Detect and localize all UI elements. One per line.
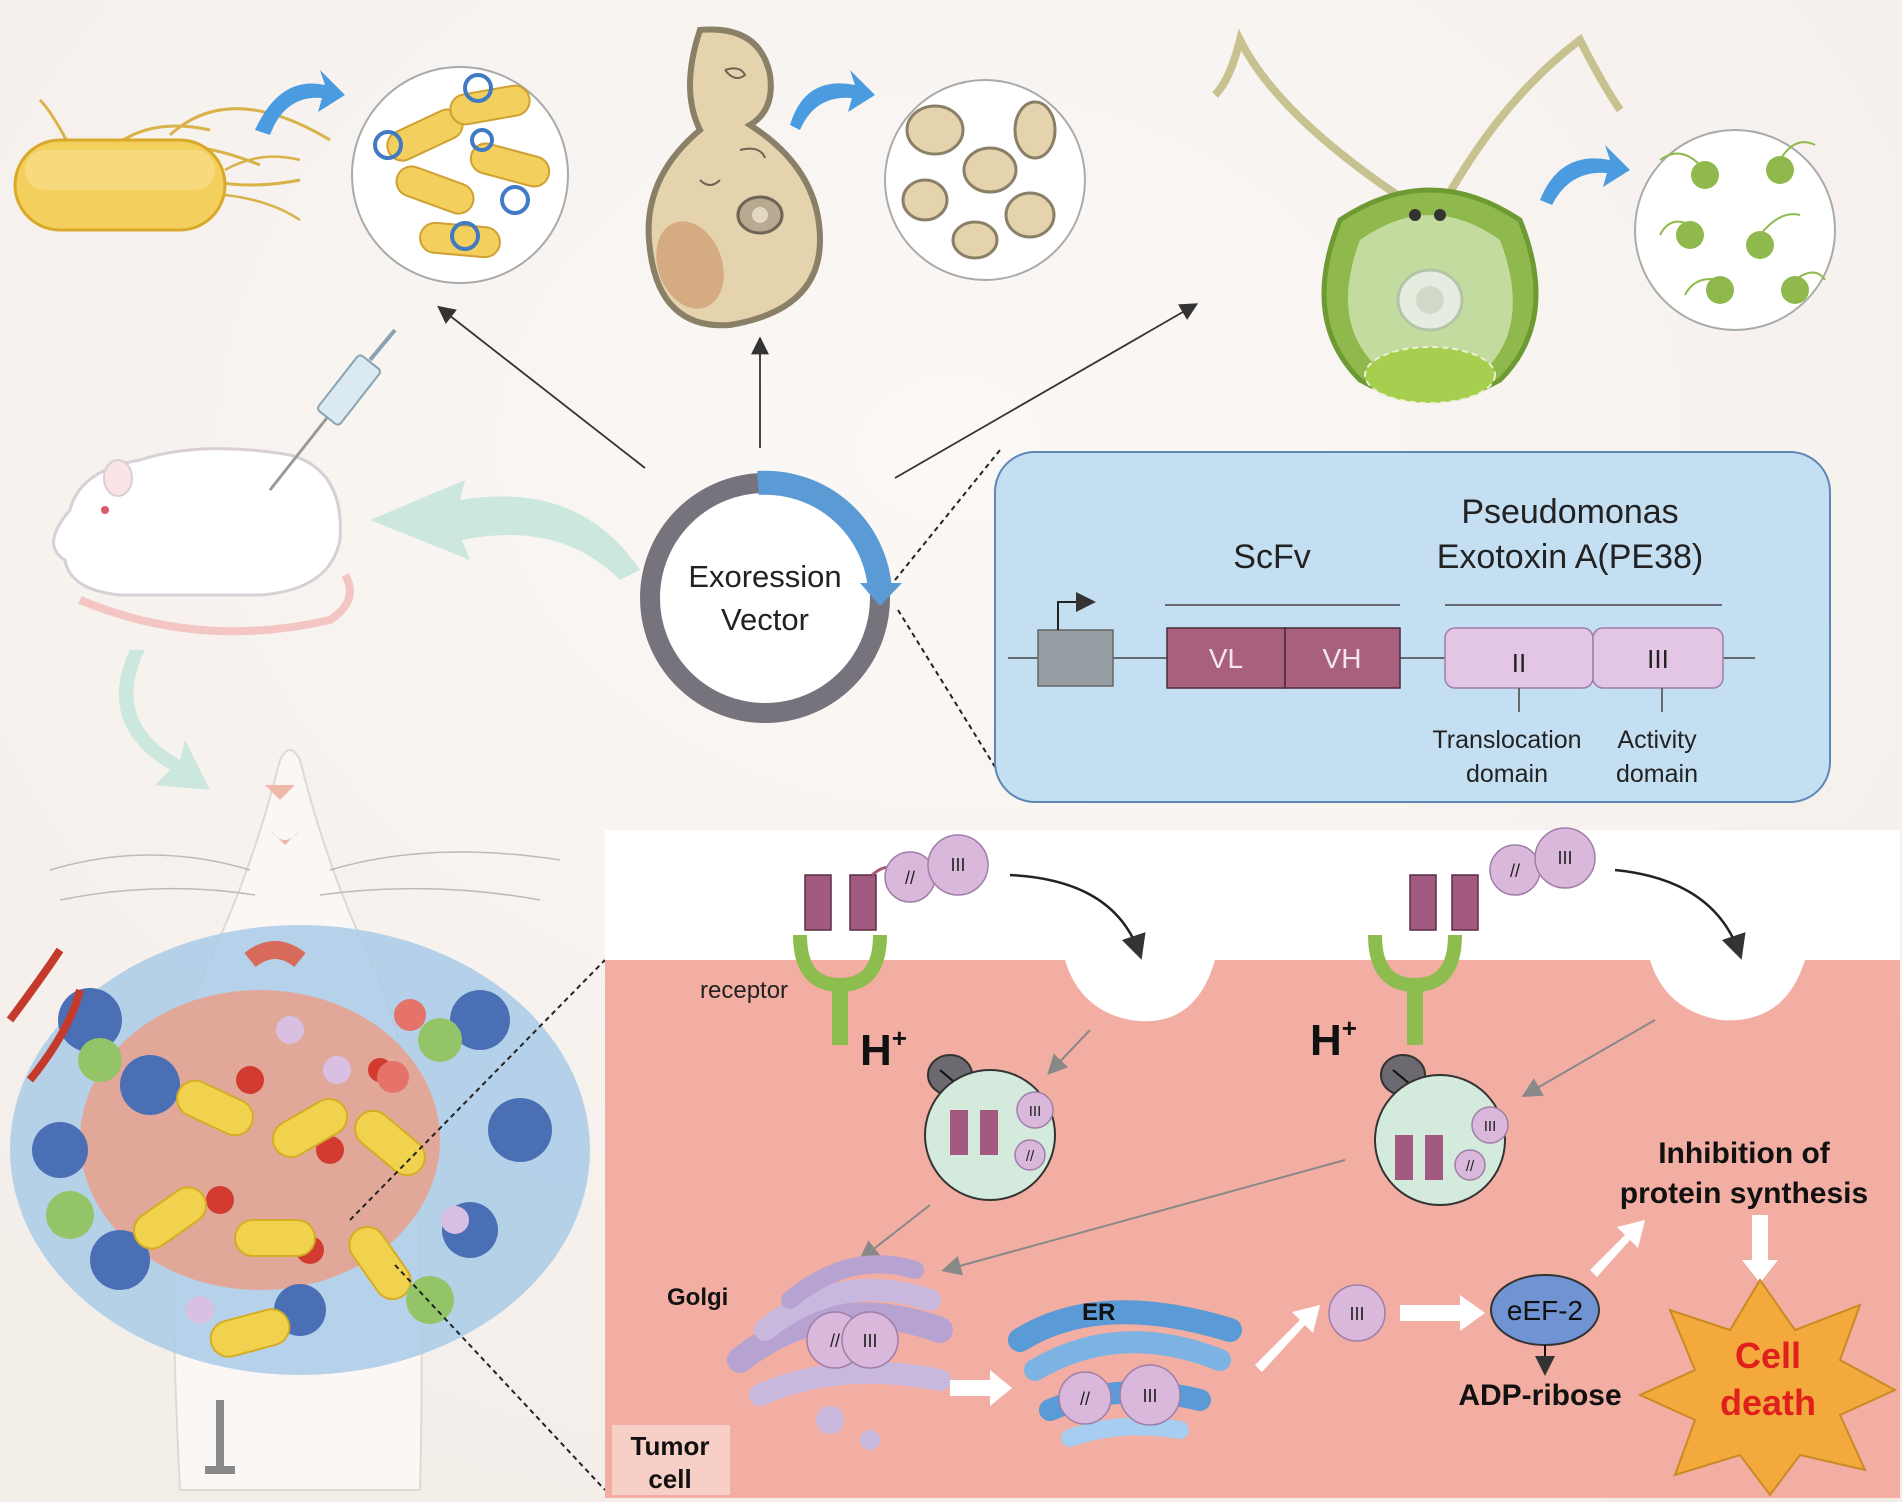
yeast-arrow-icon (790, 70, 875, 130)
scfv-title: ScFv (1233, 538, 1310, 576)
pe-title-line2: Exotoxin A(PE38) (1437, 538, 1703, 576)
eef2-node: eEF-2 (1490, 1274, 1600, 1376)
hplus-left: H+ (860, 1023, 907, 1075)
golgi-ii: // (830, 1331, 840, 1351)
toxin-domain-iii-right: III (1557, 848, 1572, 868)
bacteria-culture-dish (351, 66, 569, 284)
toxin-domain-iii: III (950, 855, 965, 875)
endosome-left-ii: // (1026, 1148, 1035, 1165)
free-iii-label: III (1349, 1304, 1364, 1324)
vh-label: VH (1323, 643, 1362, 674)
bacteria-arrow-icon (255, 70, 345, 135)
endosome-right-ii: // (1466, 1158, 1475, 1175)
tumor-zoom-lines (349, 959, 606, 1491)
free-domain-iii: III (1328, 1284, 1386, 1342)
endoplasmic-reticulum: // III (1008, 1300, 1242, 1447)
endocytosis-arrows (1009, 868, 1746, 960)
tumor-cell-label-box: Tumor cell (612, 1425, 730, 1495)
golgi-label: Golgi (667, 1284, 728, 1311)
inhibition-line1: Inhibition of (1658, 1137, 1831, 1170)
inhibition-line2: protein synthesis (1620, 1177, 1868, 1210)
algae-culture-dish (1634, 129, 1836, 331)
mouse-curved-arrow-icon (370, 480, 640, 580)
adp-ribose-label: ADP-ribose (1458, 1379, 1621, 1412)
receptor-label: receptor (700, 977, 788, 1004)
tumor-label-line2: cell (648, 1464, 691, 1494)
translocation-line1: Translocation (1432, 726, 1581, 754)
pe-title-line1: Pseudomonas (1461, 493, 1678, 531)
hplus-right: H+ (1310, 1013, 1357, 1065)
tumor-mouse-illustration (6, 749, 590, 1491)
translocation-line2: domain (1466, 760, 1548, 788)
domain3-label: III (1647, 644, 1669, 674)
receptor-immunotoxin-left: // III (793, 834, 989, 1045)
golgi-apparatus: // III (727, 1255, 953, 1450)
construct-panel: Pseudomonas Exotoxin A(PE38) ScFv VL VH … (994, 451, 1831, 803)
vector-to-hosts-arrows (437, 303, 1199, 479)
bacteria-illustration (13, 98, 331, 232)
cell-death-line1: Cell (1735, 1335, 1801, 1376)
endosome-right: III // (1374, 1074, 1509, 1206)
vector-label-line1: Exoression (688, 559, 841, 594)
er-iii: III (1142, 1386, 1157, 1406)
mouse-injection-illustration (52, 328, 397, 636)
vl-label: VL (1209, 643, 1243, 674)
algae-illustration (1212, 28, 1624, 404)
golgi-iii: III (862, 1331, 877, 1351)
er-label: ER (1082, 1299, 1115, 1326)
vector-label-line2: Vector (721, 602, 809, 637)
algae-arrow-icon (1540, 145, 1630, 205)
toxin-domain-ii: // (905, 868, 915, 888)
promoter-arrow-icon (1057, 592, 1096, 630)
domain3-block (1592, 627, 1724, 689)
activity-line2: domain (1616, 760, 1698, 788)
yeast-illustration (645, 26, 824, 329)
pathway-arrows (950, 1215, 1778, 1406)
mouse-down-arrow-icon (118, 650, 210, 790)
endosome-left-iii: III (1029, 1103, 1042, 1120)
er-ii: // (1080, 1389, 1090, 1409)
expression-vector-plasmid: Exoression Vector (640, 470, 902, 723)
vh-block (1284, 627, 1401, 689)
domain2-label: II (1512, 648, 1526, 678)
receptor-immunotoxin-right: // III (1368, 827, 1596, 1045)
eef2-label: eEF-2 (1507, 1295, 1583, 1326)
endosome-right-iii: III (1484, 1118, 1497, 1135)
tumor-label-line1: Tumor (631, 1431, 710, 1461)
promoter-block (1037, 629, 1114, 687)
toxin-domain-ii-right: // (1510, 861, 1520, 881)
activity-line1: Activity (1617, 726, 1697, 754)
trafficking-arrows (858, 1019, 1656, 1276)
vector-zoom-lines (894, 449, 1001, 776)
endosome-left: III // (924, 1069, 1056, 1201)
cell-death-line2: death (1720, 1382, 1816, 1423)
yeast-culture-dish (884, 79, 1086, 281)
cell-death-star: Cell death (1637, 1278, 1898, 1497)
vl-block (1166, 627, 1286, 689)
